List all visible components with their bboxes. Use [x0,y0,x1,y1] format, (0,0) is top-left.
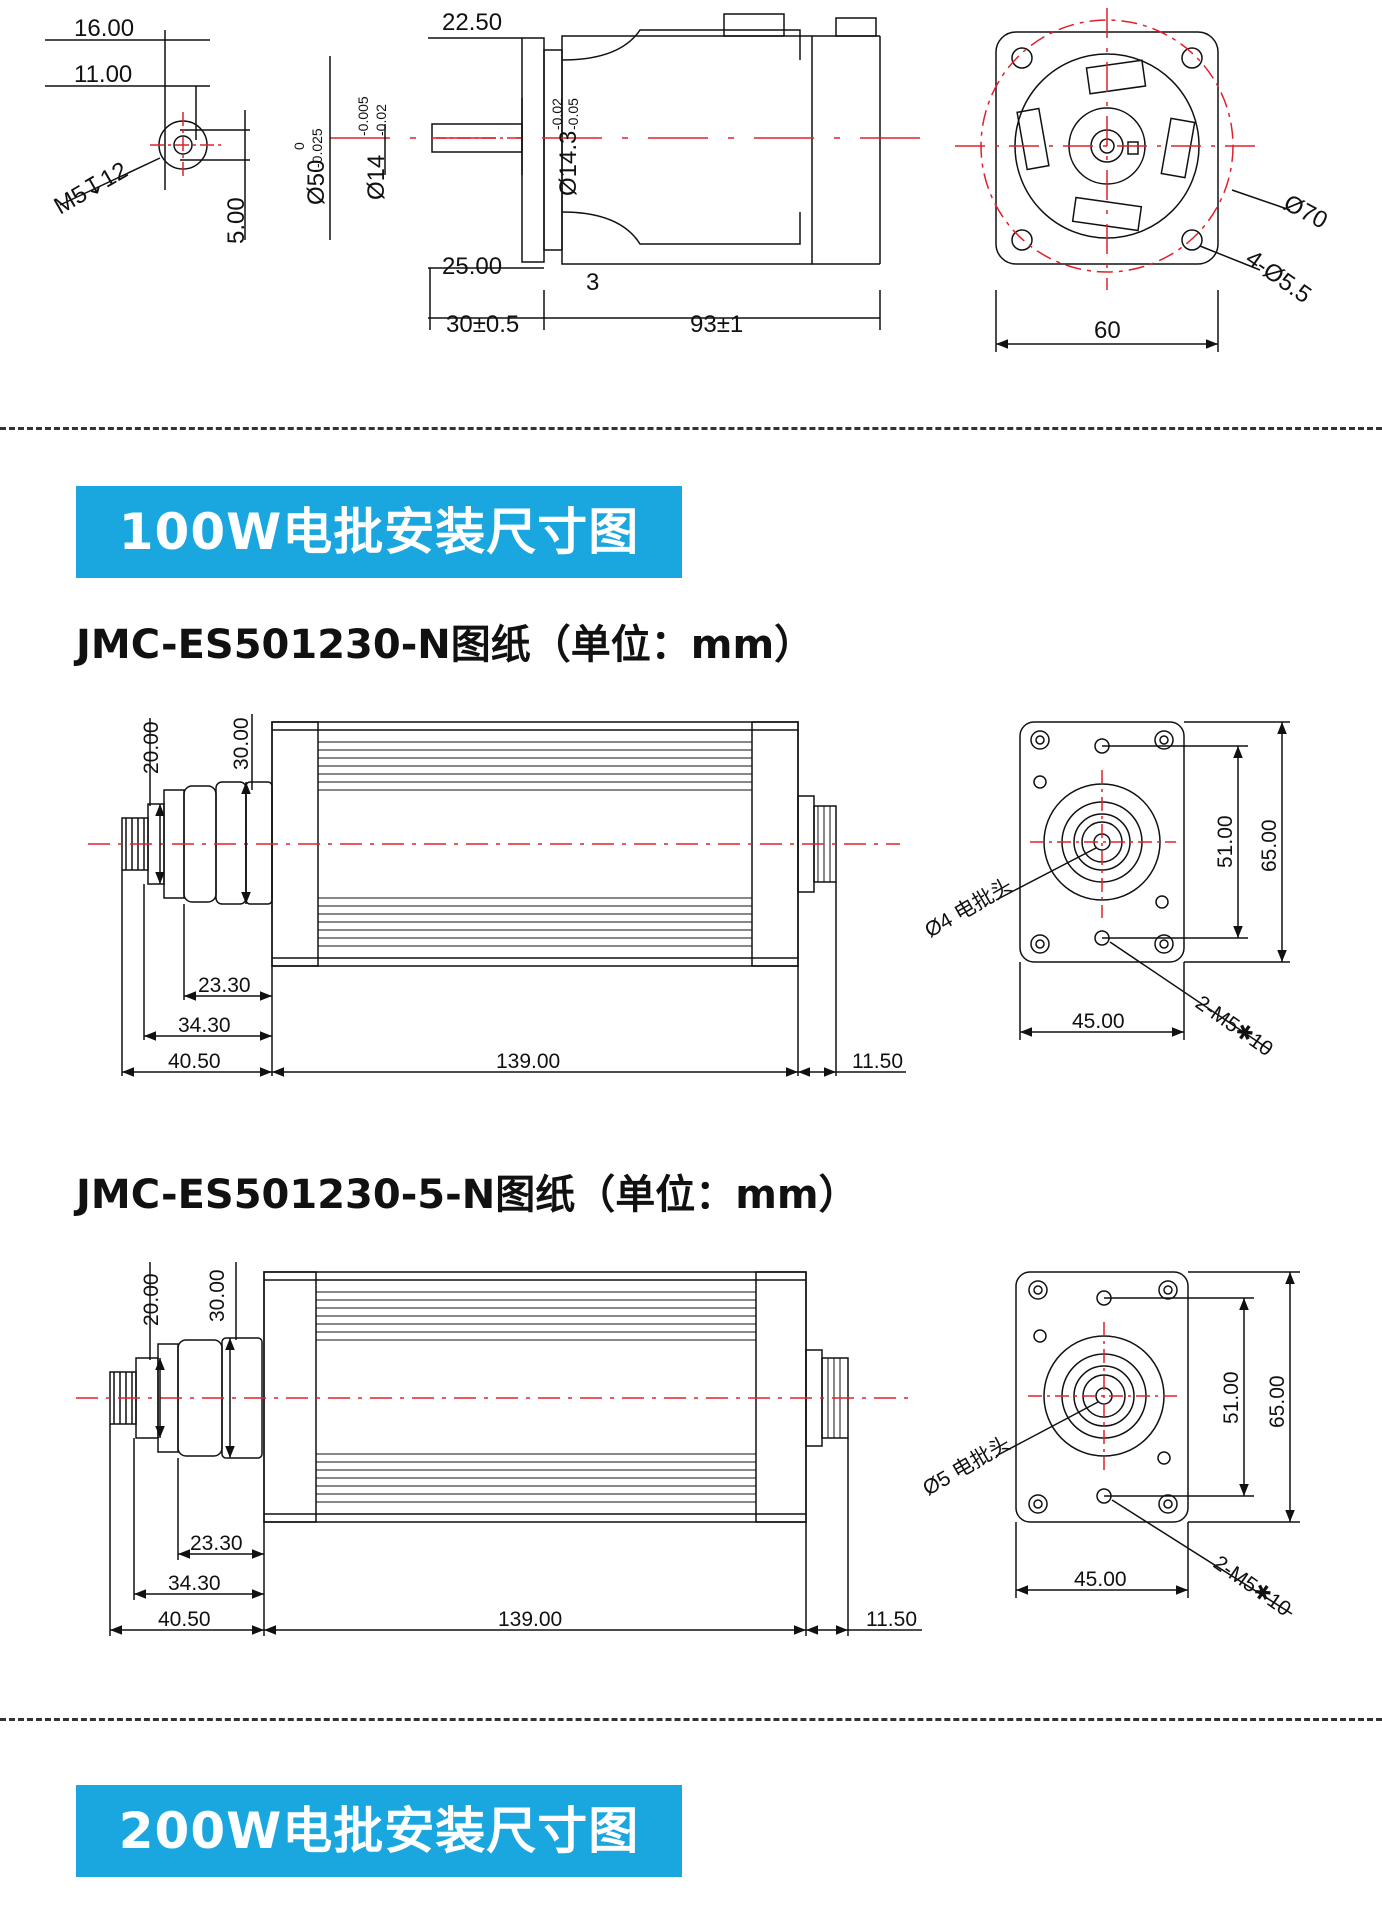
d1-dim-51: 51.00 [1214,815,1237,868]
d2-dim-11-50: 11.50 [866,1608,917,1631]
dim-16: 16.00 [74,15,134,42]
dim-93: 93±1 [690,311,743,338]
drawing-2-front-view [995,1271,1300,1615]
dim-5: 5.00 [223,197,250,244]
drawing-title-2: JMC-ES501230-5-N图纸（单位：mm） [76,1172,859,1218]
dim-m5: M5↧12 [50,157,133,220]
separator-2 [0,1718,1382,1721]
top-motor-front-view [955,8,1291,352]
d2-dim-30: 30.00 [206,1269,229,1322]
d2-dim-34-30: 34.30 [168,1572,221,1595]
d2-dim-40-50: 40.50 [158,1608,211,1631]
dim-d70: Ø70 [1279,189,1332,234]
d1-dim-11-50: 11.50 [852,1050,903,1073]
dim-d14-tol-up: -0.005 [355,96,371,136]
d1-dim-139: 139.00 [496,1050,560,1073]
d1-dim-65: 65.00 [1258,819,1281,872]
top-motor-side-view [329,13,930,330]
dim-d5-5: 4-Ø5.5 [1241,245,1317,309]
dim-d50-tol-up: 0 [291,142,307,150]
dim-22-50: 22.50 [442,9,502,36]
dim-d14-3: Ø14.3 [555,131,582,196]
d2-dim-51: 51.00 [1220,1371,1243,1424]
dim-d14-tol-low: -0.02 [373,104,389,136]
drawing-1-front-view [995,721,1290,1051]
d1-dim-34-30: 34.30 [178,1014,231,1037]
d1-dim-40-50: 40.50 [168,1050,221,1073]
dim-60: 60 [1094,317,1121,344]
d2-thread: 2-M5✱10 [1209,1551,1295,1621]
dim-30: 30±0.5 [446,311,519,338]
top-motor-key-view [45,30,250,240]
dim-3: 3 [586,269,599,296]
dim-11: 11.00 [74,61,132,88]
section-banner-200w: 200W电批安装尺寸图 [76,1785,682,1877]
d2-dim-20: 20.00 [140,1273,163,1326]
d1-dim-45: 45.00 [1072,1010,1125,1033]
d1-dim-23-30: 23.30 [198,974,251,997]
d2-dim-23-30: 23.30 [190,1532,243,1555]
dim-d14-3-tol-low: -0.05 [565,98,581,130]
drawing-2-side-view [76,1262,922,1636]
dim-25: 25.00 [442,253,502,280]
dim-d50-tol-low: -0.025 [309,128,325,168]
d1-dim-30: 30.00 [230,717,253,770]
drawing-1-side-view [88,714,906,1077]
d1-dim-20: 20.00 [140,721,163,774]
section-banner-100w: 100W电批安装尺寸图 [76,486,682,578]
separator-1 [0,427,1382,430]
dim-d14: Ø14 [363,155,390,200]
d2-dim-139: 139.00 [498,1608,562,1631]
d2-dim-65: 65.00 [1266,1375,1289,1428]
d1-thread: 2-M5✱10 [1191,991,1277,1061]
drawing-title-1: JMC-ES501230-N图纸（单位：mm） [76,622,815,668]
d2-bit-label: Ø5 电批头 [919,1432,1014,1500]
dim-d14-3-tol-up: -0.02 [549,98,565,130]
d2-dim-45: 45.00 [1074,1568,1127,1591]
d1-bit-label: Ø4 电批头 [921,874,1016,942]
dim-d50: Ø50 [303,160,330,205]
